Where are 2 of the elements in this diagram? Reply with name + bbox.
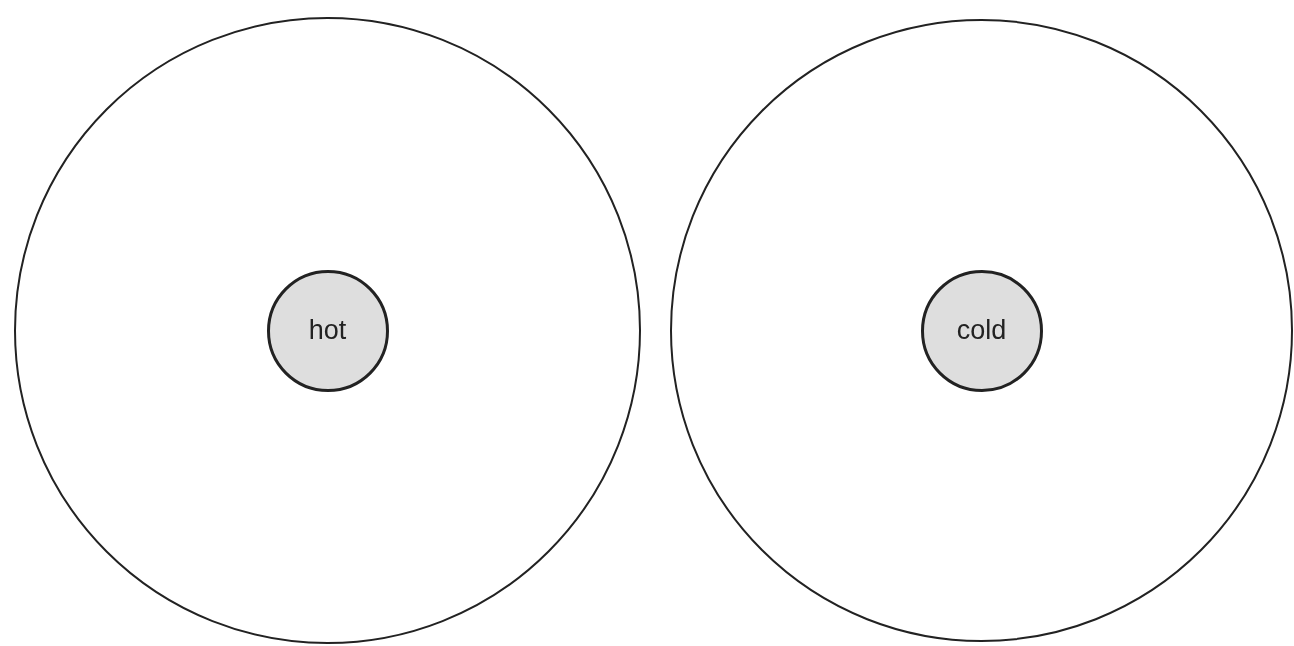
- circle-label: hot: [308, 315, 347, 346]
- circle-label: cold: [956, 315, 1007, 346]
